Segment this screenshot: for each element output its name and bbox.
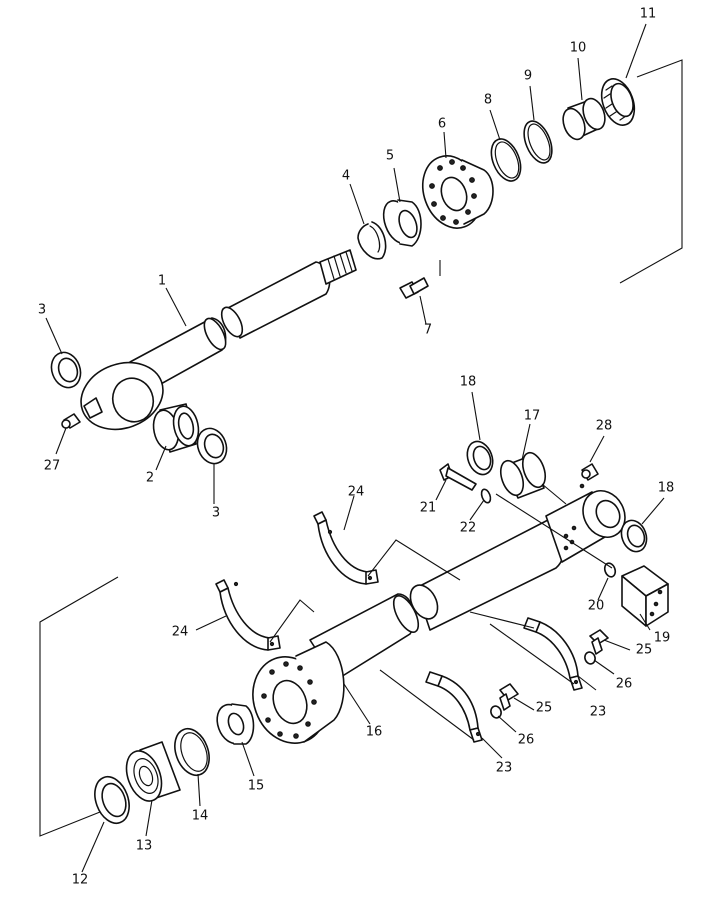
callout-19: 19	[654, 631, 671, 646]
callout-25-right: 25	[636, 643, 653, 658]
assembly-bracket-upper	[619, 59, 683, 284]
clamp-washer-center	[490, 705, 502, 719]
assembly-bracket-lower	[39, 576, 119, 837]
callout-26-center: 26	[518, 733, 535, 748]
hose-clamp-lower	[215, 579, 281, 651]
leader-lines	[45, 23, 665, 873]
tube-dust-seal-upper	[466, 440, 494, 476]
backup-ring	[523, 120, 553, 164]
callout-23-center: 23	[496, 761, 513, 776]
wiper-seal	[600, 78, 636, 126]
callout-18-upper: 18	[460, 375, 477, 390]
callout-4: 4	[342, 169, 350, 184]
callout-15: 15	[248, 779, 265, 794]
clamp-bolt-center	[499, 683, 519, 711]
callout-9: 9	[524, 69, 532, 84]
callout-23-right: 23	[590, 705, 607, 720]
o-ring-head	[490, 138, 522, 182]
valve-mounting-bolt	[439, 463, 477, 491]
pipe-clamp-right	[523, 617, 583, 691]
cylinder-head	[422, 155, 494, 229]
tube-bushing	[499, 451, 547, 499]
callout-11: 11	[640, 7, 657, 22]
callout-10: 10	[570, 41, 587, 56]
valve-o-ring	[603, 562, 617, 578]
callout-13: 13	[136, 839, 153, 854]
piston-packing	[94, 775, 130, 825]
rod-eye-bushing	[152, 403, 200, 453]
pipe-clamp-center	[425, 671, 483, 743]
piston-wear-ring	[174, 727, 210, 777]
callout-24-upper: 24	[348, 485, 365, 500]
callout-28: 28	[596, 419, 613, 434]
callout-24-lower: 24	[172, 625, 189, 640]
callout-8: 8	[484, 93, 492, 108]
piston	[125, 741, 181, 802]
callout-labels: 1 2 3 3 4 5 6 7 8 9 10 11 12 13 14 15 16…	[38, 7, 674, 888]
callout-3-lower: 3	[212, 506, 220, 521]
callout-20: 20	[588, 599, 605, 614]
grease-fitting-tube	[581, 463, 599, 481]
callout-6: 6	[438, 117, 446, 132]
callout-22: 22	[460, 521, 477, 536]
callout-1: 1	[158, 274, 166, 289]
cylinder-tube	[252, 483, 626, 744]
dust-seal-upper	[50, 351, 82, 389]
clamp-bolt-right	[589, 629, 609, 655]
tube-dust-seal-right	[620, 519, 648, 553]
callout-3-upper: 3	[38, 303, 46, 318]
piston-rod	[80, 249, 357, 431]
piston-nut	[216, 703, 255, 745]
callout-25-center: 25	[536, 701, 553, 716]
callout-2: 2	[146, 471, 154, 486]
head-bolt	[399, 277, 429, 299]
callout-17: 17	[524, 409, 541, 424]
rod-packing	[562, 97, 606, 141]
cylinder-head-bushing	[382, 199, 422, 247]
callout-12: 12	[72, 873, 89, 888]
callout-16: 16	[366, 725, 383, 740]
callout-26-right: 26	[616, 677, 633, 692]
grease-fitting-rod	[61, 413, 81, 429]
valve-bolt-washer	[480, 488, 492, 504]
callout-27: 27	[44, 459, 61, 474]
snap-ring	[357, 221, 387, 260]
callout-7: 7	[424, 323, 432, 338]
callout-21: 21	[420, 501, 437, 516]
callout-14: 14	[192, 809, 209, 824]
dust-seal-lower	[196, 427, 228, 465]
callout-18-right: 18	[658, 481, 675, 496]
callout-5: 5	[386, 149, 394, 164]
clamp-washer-right	[584, 651, 596, 665]
valve-block	[621, 565, 669, 627]
